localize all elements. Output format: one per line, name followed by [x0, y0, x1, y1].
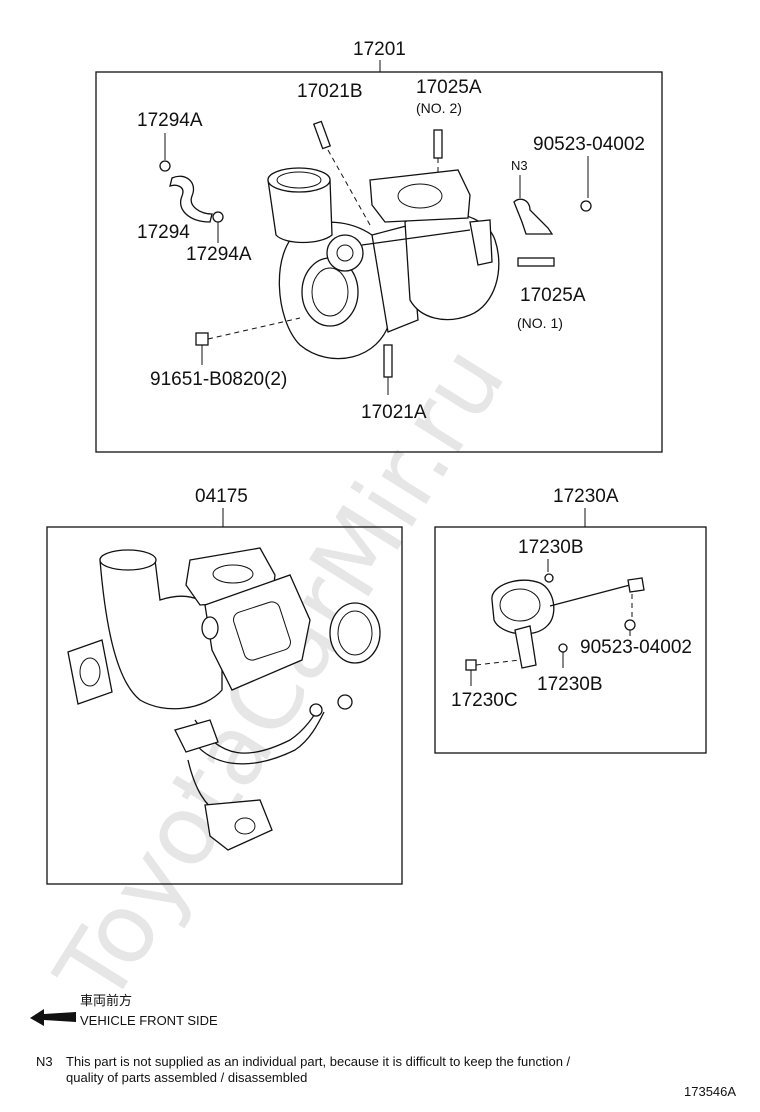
gasket-kit-frame — [46, 526, 403, 885]
label-17025A-no1[interactable]: 17025A — [520, 285, 586, 306]
bolt-91651 — [195, 332, 209, 346]
hose-17294 — [169, 175, 213, 223]
actuator-frame — [434, 526, 707, 754]
label-91651-B0820[interactable]: 91651-B0820(2) — [150, 369, 287, 390]
arrow-left-icon — [30, 1009, 76, 1026]
stud-17021A — [383, 344, 393, 378]
label-17025A-no2-sub[interactable]: (NO. 2) — [416, 100, 462, 116]
note-line-2: quality of parts assembled / disassemble… — [66, 1070, 308, 1085]
clip-90523-04002 — [580, 200, 592, 212]
note-code: N3 — [36, 1054, 53, 1069]
note-line-1: This part is not supplied as an individu… — [66, 1054, 571, 1069]
label-17230B-bottom[interactable]: 17230B — [537, 674, 603, 695]
group-actuator: 17230A 17230B 90523-04002 17230C 17230B — [434, 486, 707, 754]
turbo-frame — [95, 71, 663, 453]
stud-17025A-no2 — [433, 129, 443, 159]
label-17294A-bottom[interactable]: 17294A — [186, 244, 252, 265]
label-17294A-top[interactable]: 17294A — [137, 110, 203, 131]
bolt-17230C — [465, 659, 477, 671]
diagram-id: 173546A — [684, 1084, 737, 1099]
label-17021A[interactable]: 17021A — [361, 402, 427, 423]
label-17230B-top[interactable]: 17230B — [518, 537, 584, 558]
label-17230A[interactable]: 17230A — [553, 486, 619, 507]
label-04175[interactable]: 04175 — [195, 486, 248, 507]
gasket-left — [67, 639, 113, 705]
label-17230C[interactable]: 17230C — [451, 690, 518, 711]
label-90523-04002-actuator[interactable]: 90523-04002 — [580, 637, 692, 658]
label-90523-04002-top[interactable]: 90523-04002 — [533, 134, 645, 155]
vehicle-front-en: VEHICLE FRONT SIDE — [80, 1013, 218, 1028]
clamp-17294A-bottom — [212, 211, 224, 223]
nut-17230B-top — [544, 573, 554, 583]
turbocharger-assembly — [267, 167, 500, 360]
group-gasket-kit: 04175 — [46, 486, 403, 885]
nut-17230B-bottom — [558, 643, 568, 653]
label-N3[interactable]: N3 — [511, 158, 528, 173]
label-17021B[interactable]: 17021B — [297, 81, 363, 102]
label-17201[interactable]: 17201 — [353, 39, 406, 60]
group-turbocharger: 17201 17021B — [95, 39, 663, 453]
part-N3 — [513, 198, 554, 235]
label-17294[interactable]: 17294 — [137, 222, 190, 243]
clamp-17294A-top — [159, 160, 171, 172]
label-17025A-no1-sub[interactable]: (NO. 1) — [517, 315, 563, 331]
clip-90523-04002-actuator — [624, 619, 636, 631]
label-17025A-no2[interactable]: 17025A — [416, 77, 482, 98]
stud-17021B — [312, 120, 332, 150]
vehicle-front-jp: 車両前方 — [80, 993, 133, 1008]
stud-17025A-no1 — [517, 257, 555, 267]
